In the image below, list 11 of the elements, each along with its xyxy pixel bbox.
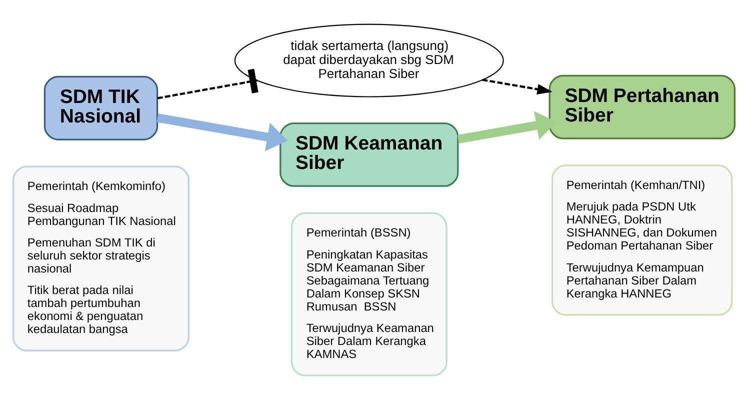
node-box: SDM Pertahanan Siber: [548, 74, 735, 140]
arrow: [482, 78, 552, 94]
arrow: [456, 111, 556, 144]
arrow: [156, 114, 288, 152]
node-box: SDM TIK Nasional: [43, 76, 158, 140]
node-box: SDM Keamanan Siber: [279, 122, 458, 187]
node-box: Pemerintah (BSSN) Peningkatan Kapasitas SDM Keamanan Siber Sebagaimana Tertuang Dalam Konsep SKSN Rumusan BSSN Terwujudnya Keamanan Siber Dalam Kerangka KAMNAS: [290, 212, 447, 376]
node-box: Pemerintah (Kemhan/TNI) Merujuk pada PSDN Utk HANNEG, Doktrin SISHANNEG, dan Dokumen Pedoman Pertahanan Siber Terwujudnya Kemampuan Pertahanan Siber Dalam Kerangka HANNEG: [551, 164, 732, 316]
node-ellipse: tidak sertamerta (langsung) dapat diberdayakan sbg SDM Pertahanan Siber: [234, 24, 504, 98]
node-box: Pemerintah (Kemkominfo) Sesuai Roadmap Pembangunan TIK Nasional Pemenuhan SDM TIK di seluruh sektor strategis nasional Titik berat pada nilai tambah pertumbuhan ekonomi & penguatan kedaulatan bangsa: [12, 166, 189, 352]
connector: [156, 68, 258, 100]
